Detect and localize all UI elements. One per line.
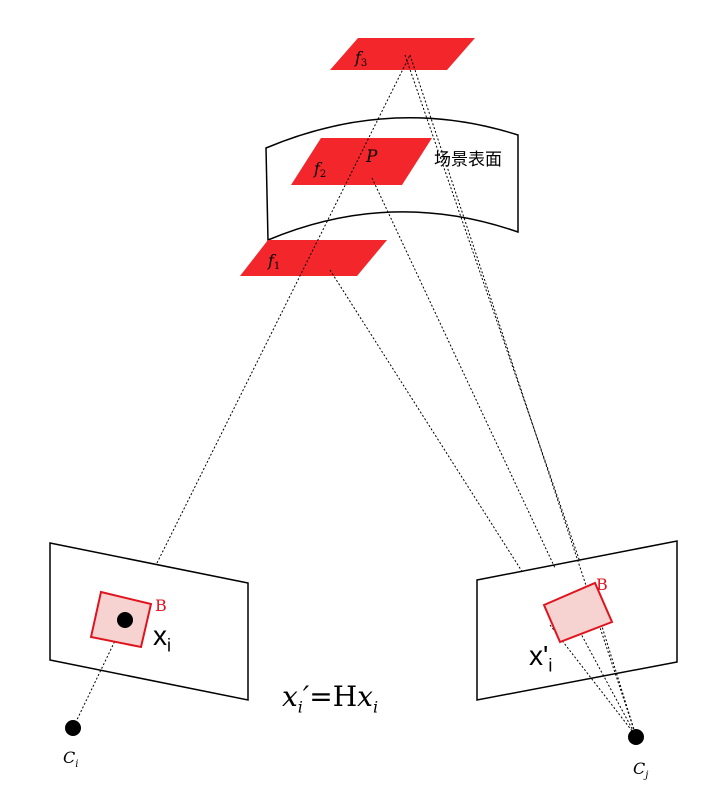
point-xi-dot xyxy=(117,612,133,628)
facet-f2 xyxy=(291,138,432,185)
left-image-plane xyxy=(49,542,249,701)
homography-formula: xi′=Hxi xyxy=(282,680,379,717)
facet-f3-label: f3 xyxy=(354,48,367,69)
point-xi-label: xi xyxy=(153,620,171,656)
ray-left-to-f3 xyxy=(156,54,411,564)
ray-f3-to-right-a xyxy=(404,54,581,563)
facet-f3 xyxy=(330,38,475,70)
camera-cj-label: Cj xyxy=(633,759,648,781)
ray-patch-to-cj-3 xyxy=(599,619,637,737)
right-patch-b-label: B xyxy=(596,575,608,594)
facet-f2-label: f2 xyxy=(313,159,326,180)
facet-f1-label: f1 xyxy=(267,251,280,272)
facet-f1 xyxy=(240,240,387,276)
right-patch-b xyxy=(542,581,614,644)
point-p-label: P xyxy=(365,147,378,167)
left-patch-b-label: B xyxy=(155,596,167,615)
camera-ci-label: Ci xyxy=(63,748,78,770)
camera-cj-dot xyxy=(628,729,644,745)
scene-surface-label: 场景表面 xyxy=(434,150,502,170)
point-xpi-label: x'i xyxy=(527,642,555,683)
ray-patch-to-cj-1 xyxy=(549,624,637,737)
ray-f1-to-right xyxy=(329,269,524,574)
ray-f2-to-right xyxy=(371,177,556,569)
camera-ci-dot xyxy=(65,720,81,736)
